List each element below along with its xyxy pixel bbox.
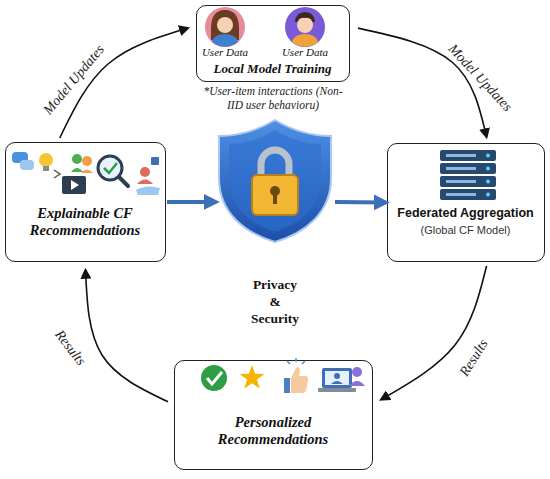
user-avatar [285,7,325,47]
server-icon [440,150,496,161]
user-avatar [212,34,238,47]
user-avatar [217,17,233,33]
edge-label: Results [51,327,89,369]
server-icon [440,163,496,174]
explain-icons [62,176,86,194]
explain-icons [136,186,160,195]
recommend-icons [334,373,340,379]
node-text: Federated Aggregation [388,206,543,220]
recommend-icons [240,365,265,389]
explain-icons [20,160,34,170]
explain-icons [71,168,83,172]
server-icon [486,180,490,184]
explain-icons [137,180,153,185]
recommend-icons [287,358,305,364]
user-avatar [285,7,325,47]
recommend-icons [349,381,365,386]
server-icon [446,167,476,170]
server-icon [440,189,496,200]
keyhole [273,193,277,204]
shield-shape [219,120,331,242]
node-text: Personalized Recommendations [208,414,338,448]
server-icon [446,180,476,183]
user-avatar [292,34,318,47]
explain-icons [39,153,53,167]
recommend-icons [322,368,352,388]
node-text: (Global CF Model) [388,224,543,236]
node-text: User Data [267,46,343,58]
explain-icons [119,177,128,186]
explain-icons [82,156,92,166]
flow-arrow [358,28,487,137]
flow-arrow [86,270,169,402]
server-icon [486,193,490,197]
recommend-icons [207,372,222,384]
server-icon [440,176,496,187]
shield-outline [215,118,335,246]
recommend-icons [201,358,365,393]
edge-label: Model Updates [445,41,515,115]
explain-icons [151,157,159,165]
recommend-icons [318,388,356,392]
user-avatar [297,17,313,33]
explain-icons [140,167,150,177]
explain-icons [72,154,82,164]
recommend-icons [352,367,362,377]
node-text: Privacy & Security [249,276,301,327]
recommend-icons [284,378,290,393]
security-arrow [167,200,215,204]
padlock-shackle [261,150,289,178]
server-icon [440,150,496,200]
user-avatar [295,14,315,21]
node-text: User Data [187,46,263,58]
recommend-icons [201,365,227,391]
security-arrow [335,200,385,205]
edge-label: Results [456,337,491,380]
user-avatar [205,7,245,47]
recommend-icons [325,371,349,385]
flow-arrow [381,266,487,400]
explain-icons [81,170,93,174]
edge-label: Model Updates [40,42,107,118]
explain-icons [71,180,79,190]
note-text: *User-item interactions (Non-IID user be… [196,85,350,113]
server-icon [486,167,490,171]
explain-icons [12,152,160,195]
explain-icons [54,170,60,178]
server-icon [486,154,490,158]
padlock-body [252,175,298,215]
explain-icons [43,166,49,171]
recommend-icons [291,367,308,393]
node-text: Local Model Training [197,61,348,77]
server-icon [446,154,476,157]
explain-icons [104,163,117,173]
recommend-icons [331,381,343,384]
server-icon [446,193,476,196]
shield-inner [229,130,321,232]
security-shield: Privacy & Security [215,118,335,340]
node-text: Explainable CF Recommendations [20,205,150,239]
user-avatar [205,7,245,47]
